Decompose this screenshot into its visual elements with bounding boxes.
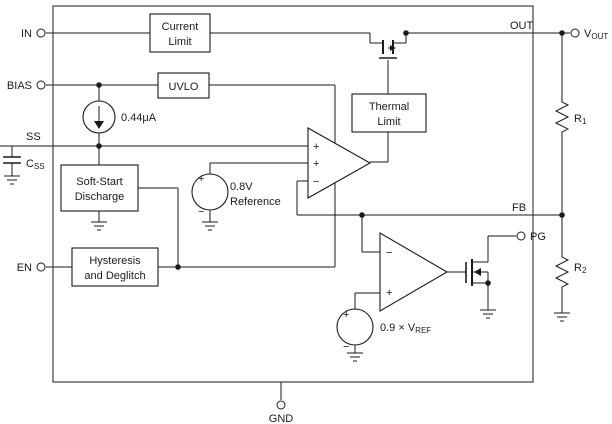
reference-label: Reference (230, 196, 281, 208)
pg-reference-label: 0.9 × VREF (380, 322, 431, 335)
junctions (96, 30, 565, 286)
pin-bias-label: BIAS (7, 80, 32, 92)
ground-icon-css (4, 175, 20, 185)
svg-text:−: − (313, 176, 319, 188)
svg-text:−: − (198, 206, 204, 218)
thermal-limit-line2: Limit (377, 116, 400, 128)
pin-fb-label: FB (512, 202, 526, 214)
ic-outline (52, 5, 534, 383)
ground-icon-r2 (554, 312, 570, 322)
ground-icon-reference (202, 221, 218, 231)
wiring (0, 32, 570, 400)
r1-label: R1 (574, 113, 587, 126)
pg-fet-icon (465, 259, 489, 286)
vout-terminal (570, 28, 580, 38)
pass-transistor-icon (370, 40, 406, 59)
thermal-limit-block: Thermal Limit (351, 93, 427, 133)
pin-ss-label: SS (26, 131, 41, 143)
reference-voltage: 0.8V (230, 181, 253, 193)
soft-start-line1: Soft-Start (76, 176, 122, 188)
ground-icon-soft-start (91, 221, 107, 231)
svg-text:+: + (313, 141, 319, 153)
pin-in (36, 28, 46, 38)
svg-text:+: + (386, 287, 392, 299)
r2-resistor-icon (554, 253, 570, 289)
ground-icon-pg-fet (480, 309, 496, 319)
r1-resistor-icon (554, 98, 570, 134)
soft-start-line2: Discharge (75, 191, 125, 203)
pin-bias (36, 80, 46, 90)
current-source-icon (82, 100, 116, 134)
svg-text:+: + (313, 158, 319, 170)
hysteresis-deglitch-block: Hysteresis and Deglitch (71, 247, 159, 287)
css-capacitor-icon (3, 156, 21, 164)
css-label: CSS (26, 158, 45, 171)
vout-label: VOUT (584, 28, 608, 41)
current-limit-line1: Current (162, 21, 199, 33)
current-limit-block: Current Limit (149, 13, 211, 53)
error-amplifier-icon: + + − (307, 127, 372, 199)
r2-label: R2 (574, 262, 587, 275)
pin-en-label: EN (17, 262, 32, 274)
hysteresis-line1: Hysteresis (89, 255, 141, 267)
pin-gnd-label: GND (269, 413, 294, 424)
thermal-limit-line1: Thermal (369, 101, 409, 113)
pin-pg-label: PG (530, 231, 546, 243)
pin-en (36, 262, 46, 272)
current-source-value: 0.44μA (121, 112, 157, 124)
uvlo-block: UVLO (157, 72, 210, 99)
hysteresis-line2: and Deglitch (84, 270, 145, 282)
svg-text:+: + (198, 173, 204, 185)
pin-pg (516, 231, 526, 241)
svg-text:−: − (343, 341, 349, 353)
ground-icon-pg-reference (347, 352, 363, 362)
uvlo-label: UVLO (169, 81, 199, 93)
soft-start-discharge-block: Soft-Start Discharge (60, 164, 139, 212)
reference-source-icon: + − (191, 173, 229, 218)
current-limit-line2: Limit (168, 36, 191, 48)
pin-gnd (276, 400, 286, 410)
svg-text:−: − (386, 247, 392, 259)
svg-text:+: + (343, 309, 349, 321)
pin-in-label: IN (21, 28, 32, 40)
pin-out-label: OUT (510, 20, 534, 32)
pg-reference-source-icon: + − (336, 308, 374, 353)
pg-comparator-icon: − + (379, 232, 449, 312)
